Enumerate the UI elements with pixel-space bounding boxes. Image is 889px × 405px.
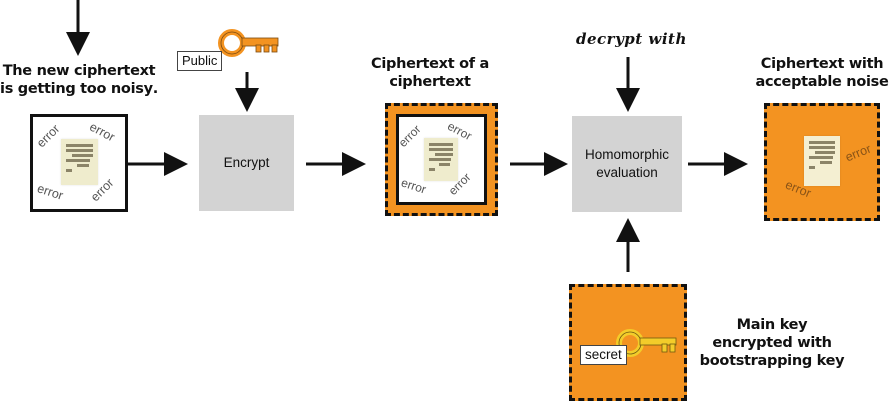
error-label: error: [395, 122, 424, 150]
document-icon: [61, 139, 98, 185]
encrypt-label: Encrypt: [223, 155, 270, 170]
noisy-emphasis: noisy: [110, 81, 153, 97]
noisy-caption-line2: is getting too noisy.: [0, 81, 158, 97]
public-key-tag: Public: [177, 51, 223, 71]
cipher-of-cipher-box: error error error error: [385, 103, 498, 216]
error-label: error: [33, 121, 63, 151]
acceptable-noise-caption: Ciphertext with acceptable noise: [755, 56, 889, 90]
noisy-caption-line1: The new ciphertext: [2, 63, 156, 79]
main-key-caption: Main key encrypted with bootstrapping ke…: [699, 317, 845, 369]
acceptable-noise-box: error error: [764, 103, 880, 221]
public-key-icon: [218, 29, 279, 57]
inner-ciphertext-box: error error error error: [396, 114, 487, 205]
secret-key-icon: [616, 329, 677, 357]
document-icon: [804, 136, 840, 186]
encrypt-box: Encrypt: [199, 115, 294, 211]
document-icon: [424, 138, 458, 181]
noisy-caption: The new ciphertext is getting too noisy.: [0, 62, 164, 98]
homomorphic-label-line2: evaluation: [596, 165, 658, 180]
homomorphic-evaluation-box: Homomorphic evaluation: [572, 116, 682, 212]
error-label: error: [843, 141, 874, 165]
secret-key-tag: secret: [580, 345, 627, 365]
noisy-ciphertext-box: error error error error: [30, 114, 128, 212]
homomorphic-label-line1: Homomorphic: [584, 147, 670, 162]
cipher-of-cipher-caption: Ciphertext of a ciphertext: [371, 56, 489, 90]
decrypt-with-label: decrypt with: [576, 30, 687, 48]
bootstrapping-key-box: secret: [569, 284, 687, 401]
